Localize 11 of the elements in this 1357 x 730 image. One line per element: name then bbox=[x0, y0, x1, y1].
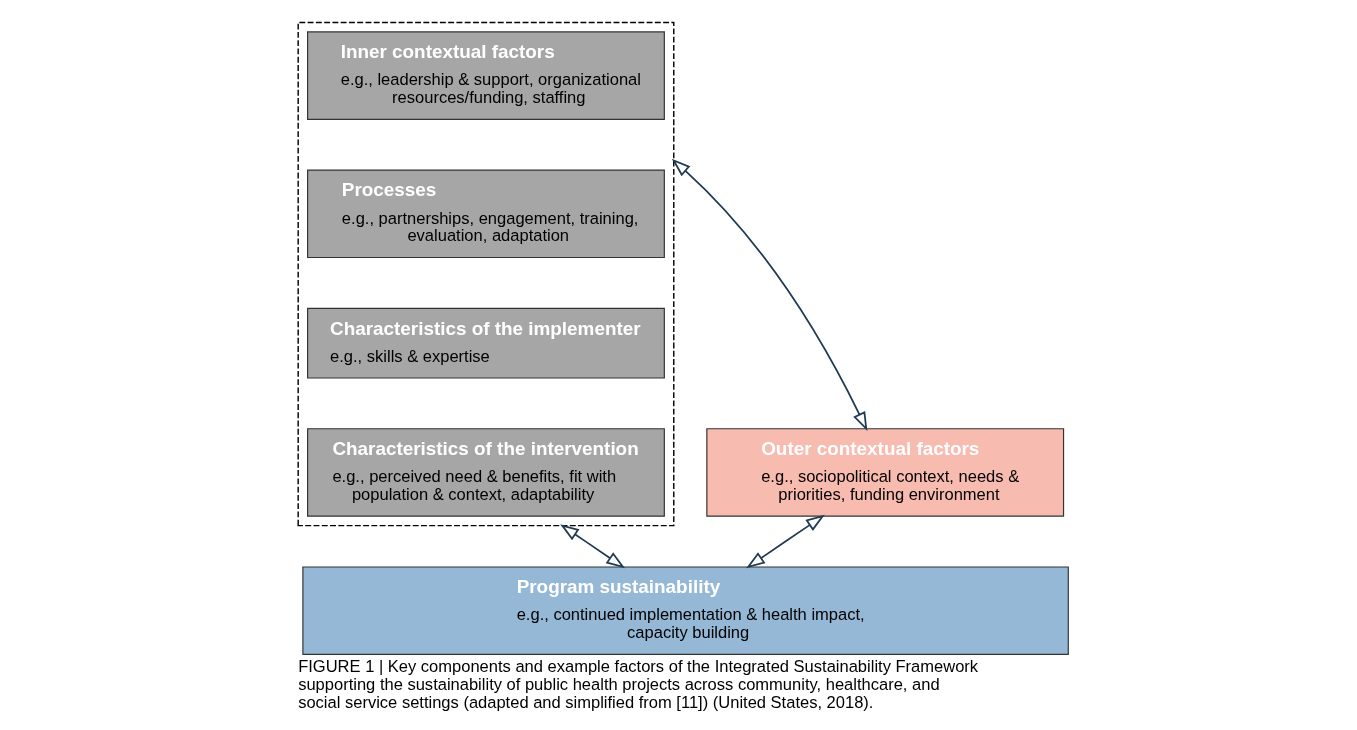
node-box: Processes e.g., partnerships, engagement, training, evaluation, adaptation bbox=[307, 169, 665, 259]
arrow bbox=[746, 514, 825, 569]
node-box: Characteristics of the intervention e.g., perceived need & benefits, fit with population & context, adaptability bbox=[307, 428, 665, 517]
node-box: Inner contextual factors e.g., leadership & support, organizational resources/funding, staffing bbox=[307, 31, 665, 120]
node-box: Characteristics of the implementer e.g., skills & expertise bbox=[307, 307, 665, 379]
arrow bbox=[560, 524, 626, 569]
arrow bbox=[671, 158, 868, 431]
caption: FIGURE 1 | Key components and example factors of the Integrated Sustainability Framework supporting the sustainability of public health projects across community, healthcare, and social service settings (adapted and simplified from [11]) (United States, 2018). bbox=[298, 657, 979, 712]
node-box: Program sustainability e.g., continued implementation & health impact, capacity building bbox=[302, 566, 1069, 655]
node-box: Outer contextual factors e.g., sociopolitical context, needs & priorities, funding environment bbox=[706, 428, 1065, 517]
cluster bbox=[297, 21, 675, 527]
